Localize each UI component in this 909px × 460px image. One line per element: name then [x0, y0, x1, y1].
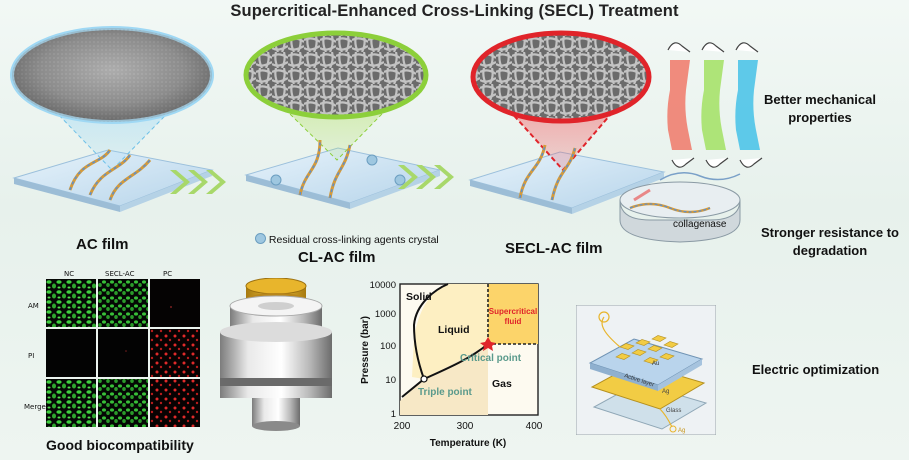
ac-film-illustration [10, 26, 214, 212]
supercritical-vessel [220, 278, 332, 431]
gas-region [400, 344, 488, 415]
col-header-seclac: SECL-AC [105, 270, 135, 278]
row-header-merge: Merge [24, 403, 46, 411]
ac-film-label: AC film [76, 236, 129, 253]
ag-lead-label: Ag [678, 428, 685, 434]
ytick-3: 10 [385, 375, 396, 386]
residual-label: Residual cross-linking agents crystal [268, 234, 439, 246]
electric-label: Electric optimization [752, 362, 880, 377]
residual-legend: Residual cross-linking agents crystal [255, 233, 439, 246]
biocompatibility-label: Good biocompatibility [46, 437, 194, 453]
solid-label: Solid [406, 291, 432, 303]
critical-point-star [480, 337, 496, 351]
petri-dish [619, 172, 741, 243]
cell-am-nc [46, 279, 96, 327]
supercritical-label-1: Supercritical [489, 307, 537, 316]
clac-film-illustration [243, 30, 442, 209]
cell-merge-secl [98, 379, 148, 427]
triple-point-label: Triple point [418, 387, 473, 398]
ag-label: Ag [662, 389, 669, 395]
seclac-film-label: SECL-AC film [505, 240, 603, 257]
ytick-2: 100 [380, 341, 396, 352]
residual-crystal-icon [255, 233, 266, 244]
fluorescence-grid [46, 279, 200, 427]
ytick-4: 1 [391, 409, 396, 420]
cell-pi-pc [150, 329, 200, 377]
au-pads [615, 335, 679, 364]
gas-label: Gas [492, 378, 512, 390]
cell-am-pc [150, 279, 200, 327]
cell-pi-nc [46, 329, 96, 377]
collagenase-label: collagenase [673, 219, 727, 230]
xtick-1: 300 [457, 421, 474, 432]
cell-merge-pc [150, 379, 200, 427]
process-arrow-1 [170, 170, 226, 194]
supercritical-region [488, 284, 538, 344]
au-contact-icon [598, 311, 610, 323]
process-arrow-2 [398, 165, 454, 189]
ytick-1: 1000 [375, 309, 396, 320]
degradation-label: Stronger resistance to degradation [761, 225, 899, 258]
biocompatibility-panel: NC SECL-AC PC AM PI Merge [0, 262, 210, 460]
liquid-region [412, 284, 488, 379]
glass-label: Glass [666, 408, 681, 414]
mechanical-label: Better mechanical properties [764, 92, 876, 125]
xtick-0: 200 [394, 421, 411, 432]
ytick-0: 10000 [370, 280, 396, 291]
row-header-pi: PI [28, 352, 35, 360]
ag-contact-icon [669, 425, 677, 433]
top-illustration [10, 26, 763, 243]
clac-film-label: CL-AC film [298, 249, 376, 266]
cell-am-secl [98, 279, 148, 327]
xtick-2: 400 [526, 421, 543, 432]
phase-diagram: 10000 1000 100 10 1 200 300 400 Temperat… [360, 280, 543, 449]
figure-title: Supercritical-Enhanced Cross-Linking (SE… [230, 2, 679, 20]
col-header-pc: PC [163, 270, 173, 278]
cell-merge-nc [46, 379, 96, 427]
cell-pi-secl [98, 329, 148, 377]
critical-point-label: Critical point [460, 353, 522, 364]
row-header-am: AM [28, 302, 39, 310]
y-axis-label: Pressure (bar) [360, 316, 371, 384]
seclac-film-illustration [468, 30, 666, 214]
supercritical-label-2: fluid [505, 317, 522, 326]
melting-curve [412, 283, 449, 380]
triple-point-marker [420, 375, 428, 383]
x-axis-label: Temperature (K) [430, 438, 507, 449]
electrode-device: Glass Ag Active layer Au Ag [576, 305, 716, 435]
mechanical-strips [667, 42, 763, 168]
liquid-label: Liquid [438, 324, 470, 336]
au-label: Au [652, 361, 659, 367]
col-header-nc: NC [64, 270, 75, 278]
